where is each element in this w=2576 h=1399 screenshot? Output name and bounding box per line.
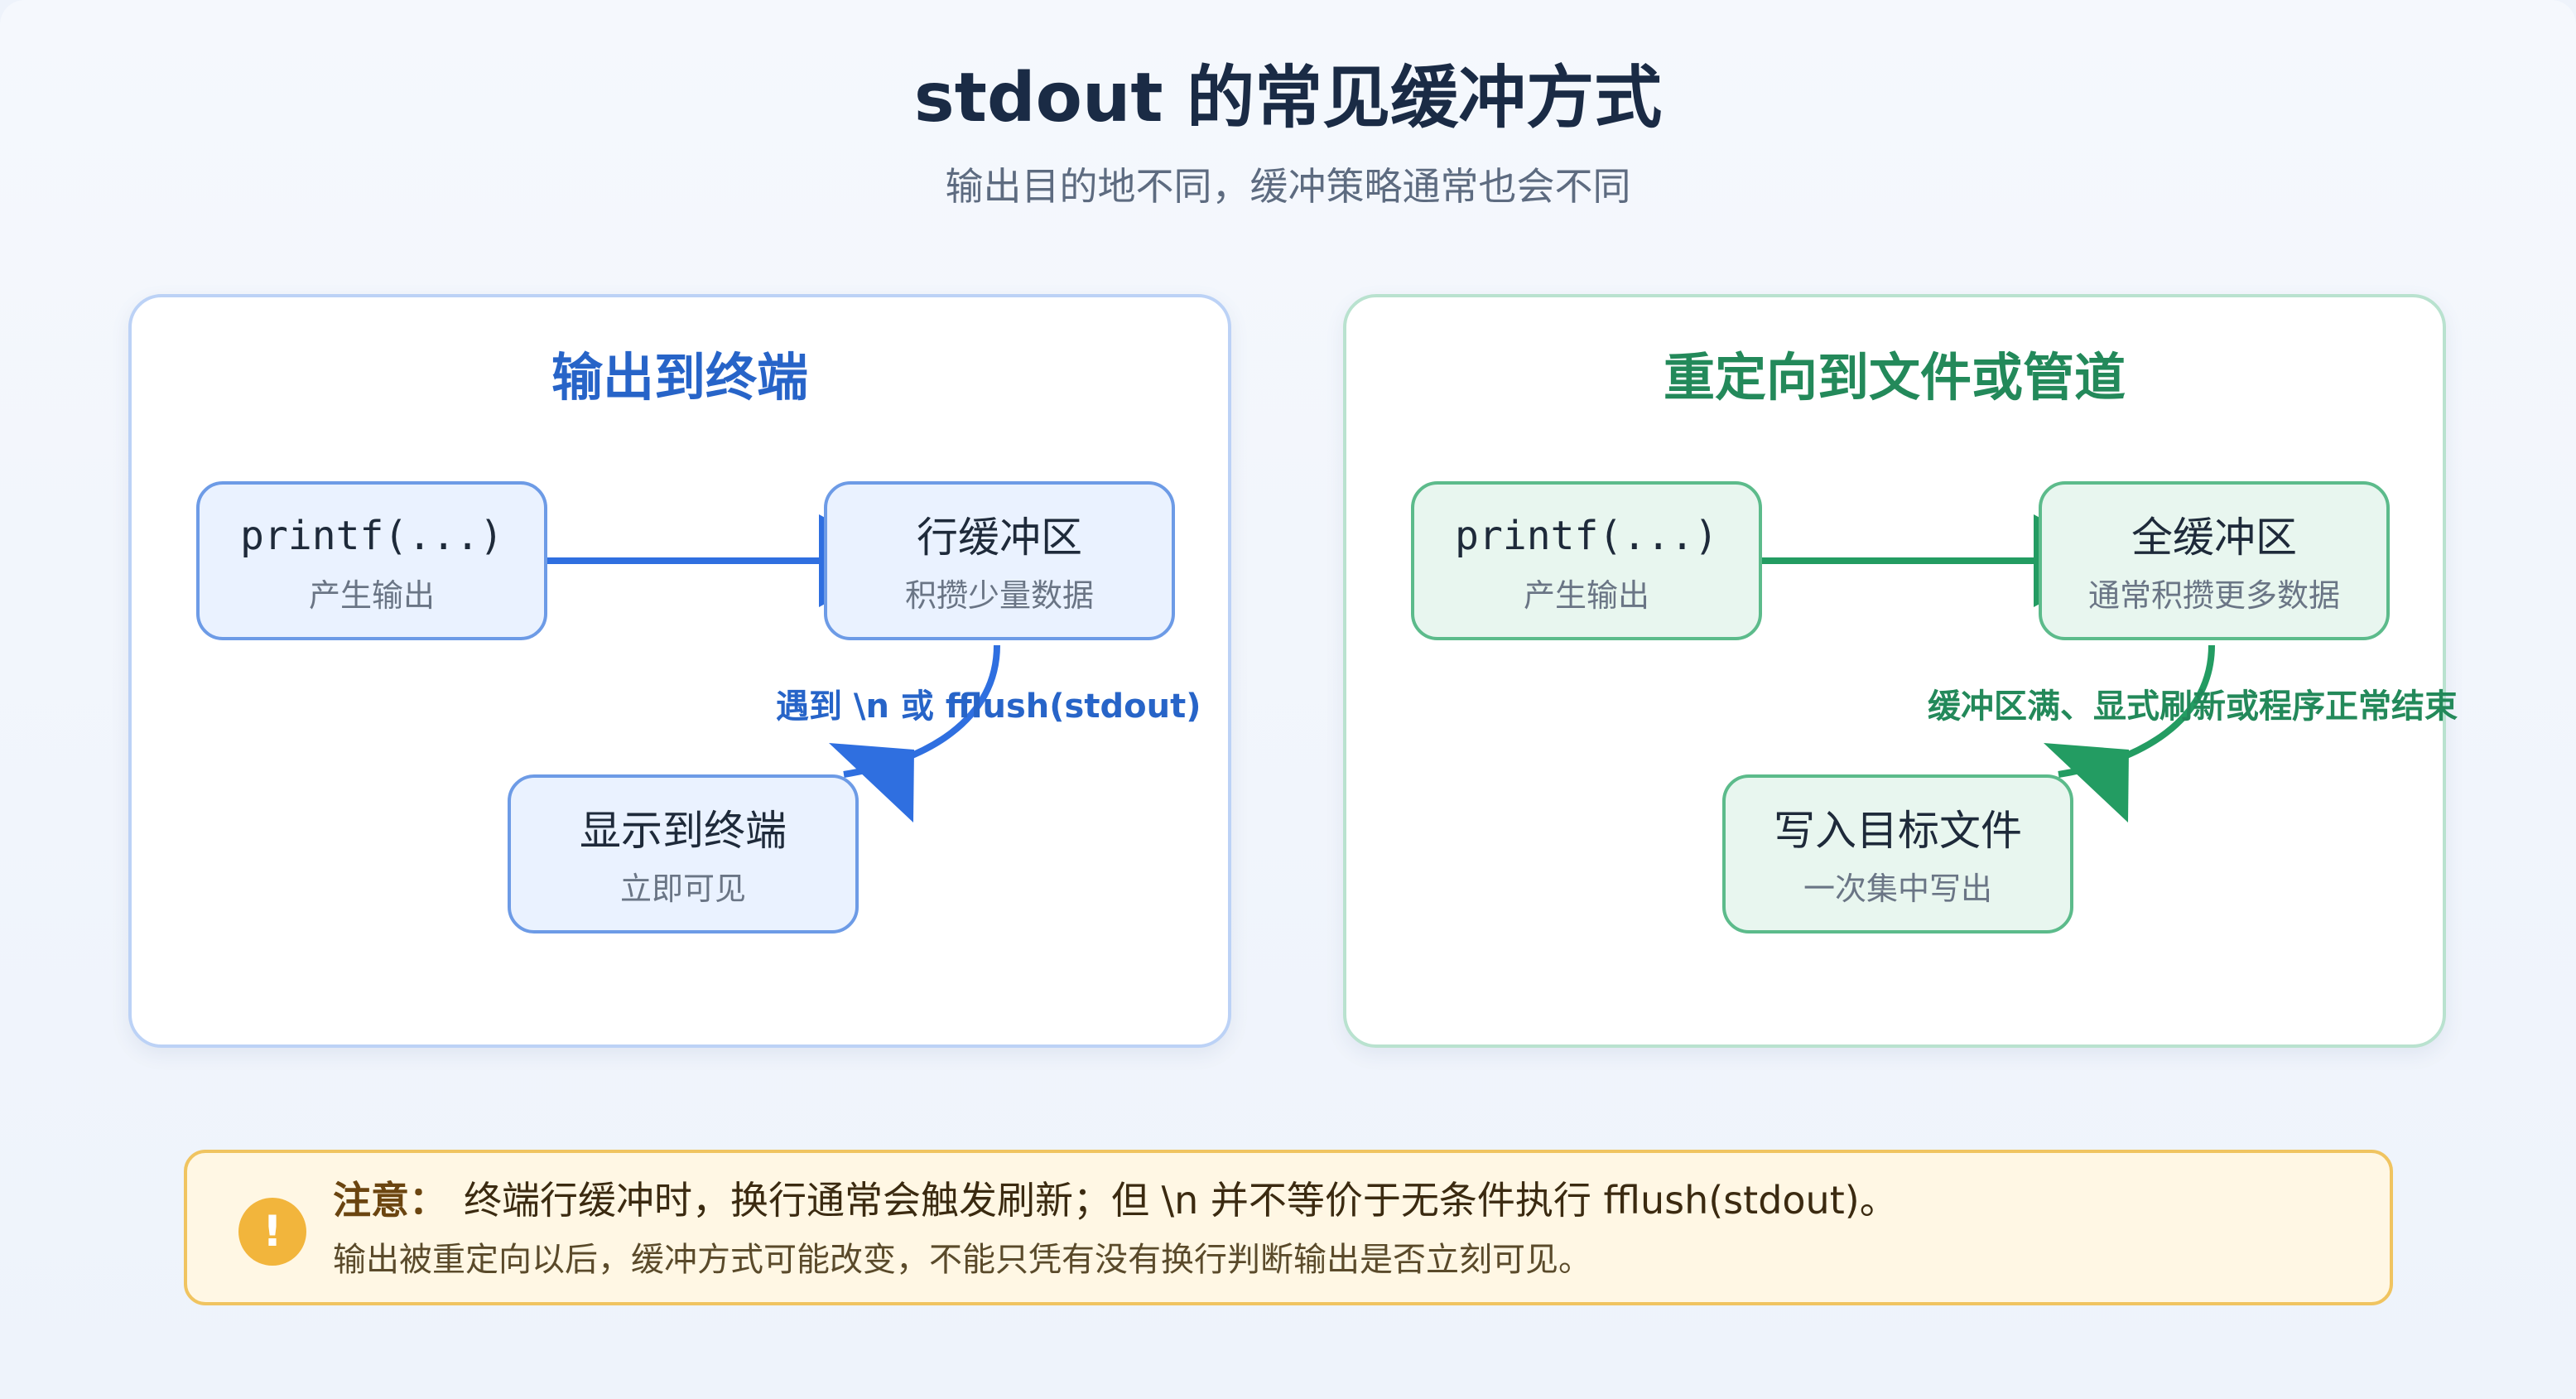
arrowhead [829,743,914,823]
node-write-file: 写入目标文件 一次集中写出 [1722,774,2073,933]
node-sublabel: 一次集中写出 [1803,871,1992,907]
node-sublabel: 产生输出 [1523,577,1649,614]
note-box: ! 注意： 终端行缓冲时，换行通常会触发刷新；但 \n 并不等价于无条件执行 ff… [184,1150,2393,1305]
node-label: 全缓冲区 [2131,514,2297,562]
edge-label-flush: 缓冲区满、显式刷新或程序正常结束 [1928,687,2458,726]
node-label: 写入目标文件 [1774,807,2022,855]
exclamation-icon: ! [238,1198,306,1266]
edges [1762,514,2215,823]
panel-title: 重定向到文件或管道 [1663,347,2126,408]
arrowhead [2044,743,2129,823]
node-sublabel: 产生输出 [308,577,435,614]
node-label: printf(...) [1455,513,1718,559]
node-sublabel: 积攒少量数据 [904,577,1094,614]
note-label: 注意： [333,1178,447,1223]
node-sublabel: 立即可见 [619,871,746,907]
node-terminal-display: 显示到终端 立即可见 [508,774,859,933]
diagram-subtitle: 输出目的地不同，缓冲策略通常也会不同 [945,164,1631,209]
node-printf: printf(...) 产生输出 [1411,481,1762,640]
node-line-buffer: 行缓冲区 积攒少量数据 [824,481,1175,640]
node-sublabel: 通常积攒更多数据 [2087,577,2340,614]
node-label: printf(...) [240,513,503,559]
edge-label-flush: 遇到 \n 或 fflush(stdout) [776,687,1201,726]
panel-terminal: 输出到终端 printf(...) 产生输出 行缓冲区 积攒少量数据 显示到终端… [128,294,1231,1048]
node-label: 行缓冲区 [917,514,1082,562]
note-line-1: 注意： 终端行缓冲时，换行通常会触发刷新；但 \n 并不等价于无条件执行 fflu… [333,1178,1898,1223]
node-label: 显示到终端 [580,807,787,855]
panel-title: 输出到终端 [551,347,808,408]
note-text: 终端行缓冲时，换行通常会触发刷新；但 \n 并不等价于无条件执行 fflush(… [464,1178,1898,1223]
node-full-buffer: 全缓冲区 通常积攒更多数据 [2039,481,2390,640]
panel-redirect: 重定向到文件或管道 printf(...) 产生输出 全缓冲区 通常积攒更多数据… [1343,294,2458,1048]
edges [547,514,1000,823]
note-line-2: 输出被重定向以后，缓冲方式可能改变，不能只凭有没有换行判断输出是否立刻可见。 [333,1241,1591,1279]
diagram-title: stdout 的常见缓冲方式 [913,59,1663,137]
node-printf: printf(...) 产生输出 [196,481,547,640]
